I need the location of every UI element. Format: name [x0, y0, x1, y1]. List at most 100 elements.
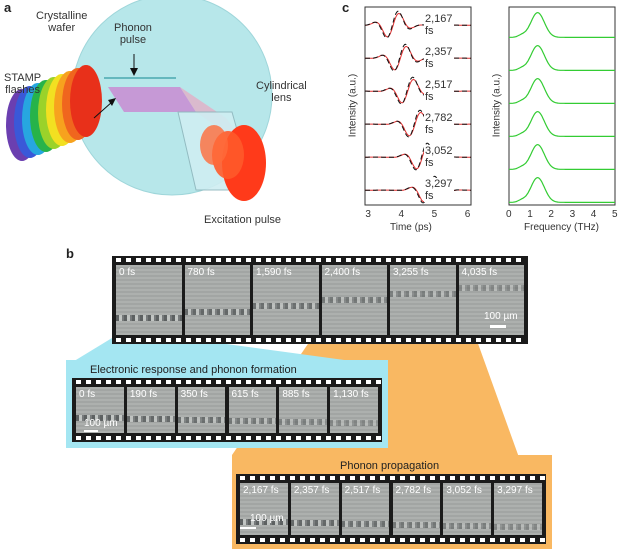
- sprocket-hole: [250, 538, 255, 542]
- sprocket-hole: [336, 380, 341, 384]
- sprocket-hole: [376, 436, 381, 440]
- sprocket-hole: [196, 338, 201, 342]
- stamp-flashes: [6, 65, 102, 161]
- sprocket-hole: [176, 380, 181, 384]
- sprocket-hole: [280, 538, 285, 542]
- sprocket-hole: [196, 258, 201, 262]
- sprocket-hole: [506, 258, 511, 262]
- sprocket-hole: [306, 436, 311, 440]
- electronic-response-title: Electronic response and phonon formation: [90, 364, 297, 376]
- sprocket-hole: [366, 436, 371, 440]
- sprocket-hole: [240, 476, 245, 480]
- film-frame: 4,035 fs: [458, 265, 524, 335]
- sprocket-hole: [246, 258, 251, 262]
- frame-timestamp: 2,400 fs: [324, 267, 361, 278]
- film-frame: 2,517 fs: [341, 483, 390, 535]
- freq-xtick: 0: [506, 209, 512, 220]
- frame-timestamp: 3,052 fs: [446, 485, 482, 496]
- sprocket-hole: [276, 338, 281, 342]
- sprocket-hole: [326, 258, 331, 262]
- sprocket-hole: [136, 380, 141, 384]
- sprocket-hole: [270, 476, 275, 480]
- sprocket-hole: [450, 476, 455, 480]
- sprocket-hole: [296, 436, 301, 440]
- film-frame: 3,052 fs: [443, 483, 492, 535]
- sprocket-hole: [276, 258, 281, 262]
- sprocket-hole: [300, 476, 305, 480]
- sprocket-hole: [336, 436, 341, 440]
- sprocket-hole: [340, 476, 345, 480]
- sprocket-hole: [370, 476, 375, 480]
- sprocket-hole: [540, 538, 545, 542]
- sprocket-hole: [406, 258, 411, 262]
- sprocket-hole: [176, 258, 181, 262]
- sprocket-hole: [346, 258, 351, 262]
- sprocket-hole: [126, 338, 131, 342]
- film-frame: 350 fs: [177, 387, 226, 433]
- time-xtick: 6: [464, 209, 471, 220]
- sprocket-hole: [476, 258, 481, 262]
- sprocket-hole: [186, 338, 191, 342]
- frame-timestamp: 1,130 fs: [333, 389, 369, 400]
- sprocket-hole: [326, 338, 331, 342]
- sprocket-hole: [406, 338, 411, 342]
- sprocket-hole: [246, 436, 251, 440]
- film-frame: 2,782 fs: [392, 483, 441, 535]
- film-frame: 2,167 fs: [240, 483, 288, 535]
- film-frame: 615 fs: [228, 387, 277, 433]
- sprocket-hole: [356, 436, 361, 440]
- sprocket-hole: [316, 436, 321, 440]
- frame-timestamp: 3,255 fs: [393, 267, 429, 278]
- frame-timestamp: 885 fs: [282, 389, 310, 400]
- sprocket-hole: [250, 476, 255, 480]
- sprocket-hole: [86, 436, 91, 440]
- freq-xtick: 5: [612, 209, 618, 220]
- sprocket-hole: [510, 538, 515, 542]
- time-trace-fit: [365, 43, 471, 72]
- top-scale-label: 100 µm: [484, 311, 518, 322]
- sprocket-hole: [336, 338, 341, 342]
- sprocket-hole: [286, 436, 291, 440]
- sprocket-hole: [376, 338, 381, 342]
- sprocket-hole: [216, 436, 221, 440]
- sprocket-hole: [96, 380, 101, 384]
- sprocket-hole: [390, 538, 395, 542]
- time-trace-fit: [365, 109, 471, 138]
- sprocket-hole: [326, 436, 331, 440]
- freq-trace: [508, 44, 615, 71]
- film-frame: 3,297 fs: [494, 483, 542, 535]
- sprocket-hole: [106, 436, 111, 440]
- freq-plot-xlabel: Frequency (THz): [524, 222, 600, 233]
- sprocket-hole: [410, 476, 415, 480]
- sprocket-hole: [256, 436, 261, 440]
- sprocket-hole: [156, 380, 161, 384]
- sprocket-hole: [540, 476, 545, 480]
- sprocket-hole: [226, 258, 231, 262]
- sprocket-hole: [246, 380, 251, 384]
- frame-timestamp: 190 fs: [129, 389, 158, 400]
- sprocket-hole: [470, 476, 475, 480]
- sprocket-hole: [216, 258, 221, 262]
- sprocket-hole: [266, 436, 271, 440]
- sprocket-hole: [236, 258, 241, 262]
- sprocket-hole: [440, 538, 445, 542]
- frame-timestamp: 2,517 fs: [344, 485, 381, 496]
- sprocket-hole: [346, 436, 351, 440]
- time-trace-label: 3,052 fs: [424, 145, 454, 169]
- sprocket-hole: [270, 538, 275, 542]
- film-frame: 780 fs: [184, 265, 250, 335]
- sprocket-hole: [166, 258, 171, 262]
- sprocket-hole: [320, 476, 325, 480]
- sprocket-hole: [480, 538, 485, 542]
- sprocket-hole: [290, 476, 295, 480]
- sprocket-hole: [500, 476, 505, 480]
- freq-xtick: 2: [548, 209, 554, 220]
- sprocket-hole: [186, 258, 191, 262]
- sprocket-hole: [360, 476, 365, 480]
- sprocket-hole: [426, 258, 431, 262]
- film-frame: 3,255 fs: [390, 265, 456, 335]
- film-frame: 2,400 fs: [321, 265, 387, 335]
- sprocket-hole: [206, 258, 211, 262]
- sprocket-hole: [330, 476, 335, 480]
